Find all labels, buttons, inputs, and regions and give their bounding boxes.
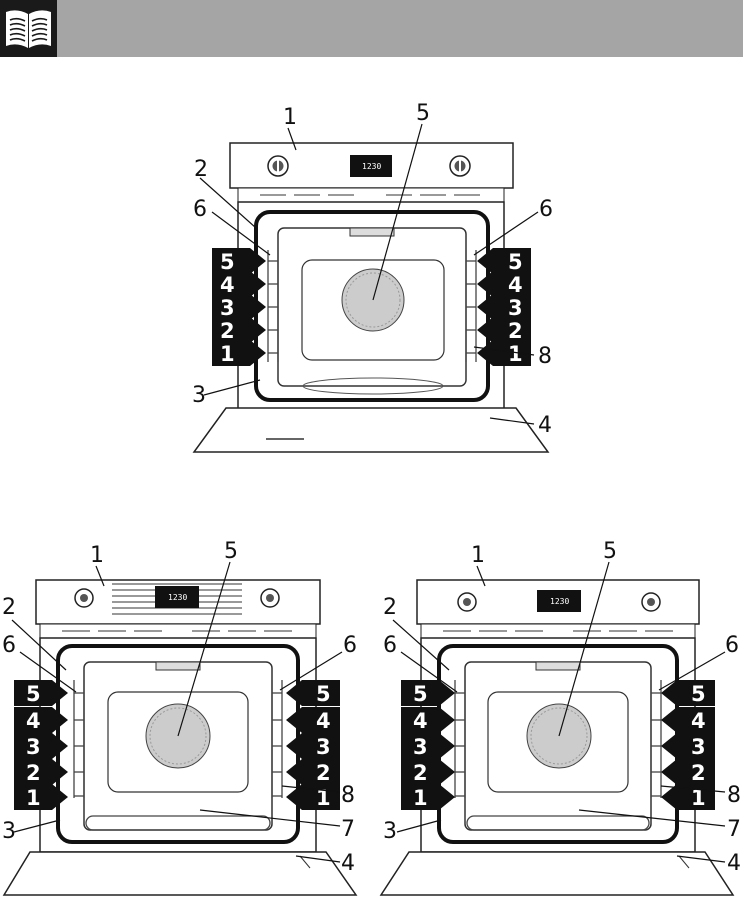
level-label: 5 (26, 682, 41, 706)
oven-diagram-bottom-right: 1230 (373, 540, 743, 900)
display-readout: 1230 (168, 593, 187, 602)
right-knob (642, 593, 660, 611)
callout-6: 6 (193, 197, 207, 222)
callout-4: 4 (727, 851, 741, 876)
callout-8: 8 (538, 344, 552, 369)
level-label: 1 (220, 342, 235, 366)
callout-2: 2 (383, 595, 397, 620)
callout-1: 1 (90, 543, 104, 568)
level-label: 5 (508, 250, 523, 274)
level-label: 3 (220, 296, 235, 320)
left-knob (75, 589, 93, 607)
level-label: 5 (220, 250, 235, 274)
level-label: 4 (26, 709, 41, 733)
oven-diagram-bottom-left: 1230 (0, 540, 370, 900)
level-label: 2 (691, 761, 706, 785)
callout-1: 1 (283, 105, 297, 130)
level-label: 3 (26, 735, 41, 759)
level-label: 4 (508, 273, 523, 297)
callout-8: 8 (341, 783, 355, 808)
callout-6: 6 (2, 633, 16, 658)
level-label: 4 (316, 709, 331, 733)
level-label: 2 (508, 319, 523, 343)
callout-5: 5 (224, 540, 238, 564)
level-label: 3 (508, 296, 523, 320)
level-tags-left: 5 4 3 2 1 (212, 248, 266, 366)
level-label: 4 (220, 273, 235, 297)
callout-2: 2 (194, 157, 208, 182)
level-tags-right: 5 4 3 2 1 (286, 680, 340, 810)
callout-6: 6 (343, 633, 357, 658)
level-label: 4 (413, 709, 428, 733)
level-tags-left: 5 4 3 2 1 (401, 680, 455, 810)
callout-5: 5 (416, 101, 430, 126)
display-readout: 1230 (362, 162, 381, 171)
callout-8: 8 (727, 783, 741, 808)
level-label: 1 (508, 342, 523, 366)
callout-5: 5 (603, 540, 617, 564)
level-label: 3 (691, 735, 706, 759)
level-label: 5 (413, 682, 428, 706)
level-label: 2 (26, 761, 41, 785)
level-label: 2 (316, 761, 331, 785)
callout-6: 6 (383, 633, 397, 658)
callout-7: 7 (727, 817, 741, 842)
level-label: 1 (26, 786, 41, 810)
left-knob (458, 593, 476, 611)
level-label: 3 (316, 735, 331, 759)
level-label: 4 (691, 709, 706, 733)
left-knob (268, 156, 288, 176)
display-readout: 1230 (550, 597, 569, 606)
callout-6: 6 (725, 633, 739, 658)
level-label: 2 (220, 319, 235, 343)
right-knob (450, 156, 470, 176)
right-knob (261, 589, 279, 607)
callout-7: 7 (341, 817, 355, 842)
callout-4: 4 (538, 413, 552, 438)
callout-3: 3 (192, 383, 206, 408)
level-label: 3 (413, 735, 428, 759)
callout-3: 3 (383, 819, 397, 844)
level-label: 2 (413, 761, 428, 785)
open-book-icon (0, 0, 57, 57)
callout-4: 4 (341, 851, 355, 876)
level-label: 1 (413, 786, 428, 810)
level-label: 5 (316, 682, 331, 706)
level-tags-left: 5 4 3 2 1 (14, 680, 68, 810)
level-label: 5 (691, 682, 706, 706)
callout-1: 1 (471, 543, 485, 568)
section-header-bar (0, 0, 743, 57)
oven-diagram-top: 1230 (190, 100, 560, 458)
callout-2: 2 (2, 595, 16, 620)
callout-6: 6 (539, 197, 553, 222)
callout-3: 3 (2, 819, 16, 844)
